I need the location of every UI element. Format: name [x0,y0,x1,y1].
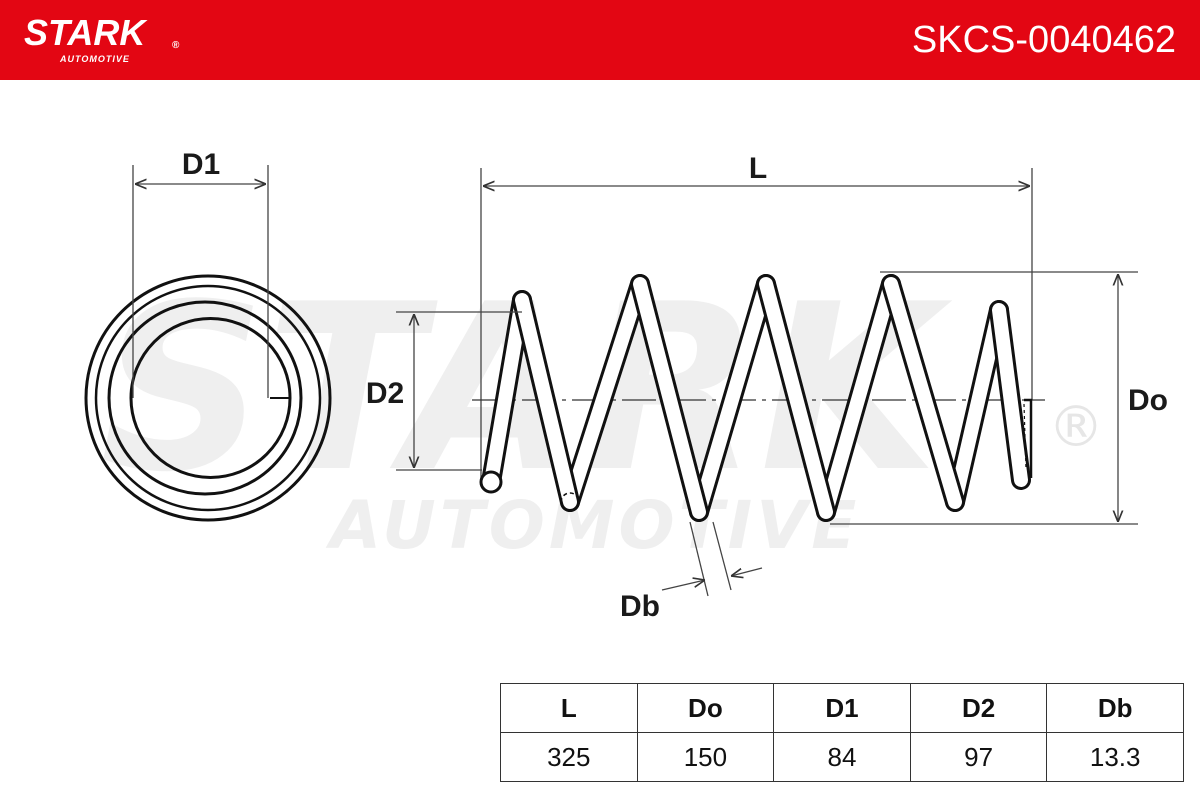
part-number: SKCS-0040462 [911,19,1176,61]
watermark-sub: AUTOMOTIVE [325,487,860,564]
d1-label: D1 [182,148,220,181]
spec-header-db: Db [1046,683,1184,733]
do-label: Do [1128,384,1168,417]
spec-value-d2: 97 [909,732,1048,782]
spec-value-row: 325 150 84 97 13.3 [500,732,1184,782]
spec-value-do: 150 [636,732,775,782]
spec-header-l: L [500,683,638,733]
spring-side-view [479,274,1033,522]
header-bar: STARK ® AUTOMOTIVE SKCS-0040462 [0,0,1200,80]
spec-header-d2: D2 [909,683,1048,733]
do-dimension [830,271,1138,525]
d2-dimension [396,311,522,471]
logo-text: STARK [24,12,146,53]
spec-header-d1: D1 [773,683,911,733]
d2-label: D2 [366,377,404,410]
spec-header-do: Do [636,683,775,733]
d1-dimension [132,165,269,398]
db-label: Db [620,590,660,623]
watermark-registered: ® [1048,395,1104,460]
spec-table: L Do D1 D2 Db 325 150 84 97 13.3 [500,683,1184,782]
logo-registered-mark: ® [172,40,180,51]
logo-subtext: AUTOMOTIVE [60,54,130,64]
spring-end-view [84,274,332,522]
l-label: L [749,152,767,185]
spec-value-d1: 84 [773,732,911,782]
db-dimension [661,521,763,597]
spec-value-db: 13.3 [1046,732,1184,782]
spec-value-l: 325 [500,732,638,782]
l-dimension [480,168,1033,480]
stark-logo: STARK ® AUTOMOTIVE [24,12,179,65]
spec-header-row: L Do D1 D2 Db [500,683,1184,733]
